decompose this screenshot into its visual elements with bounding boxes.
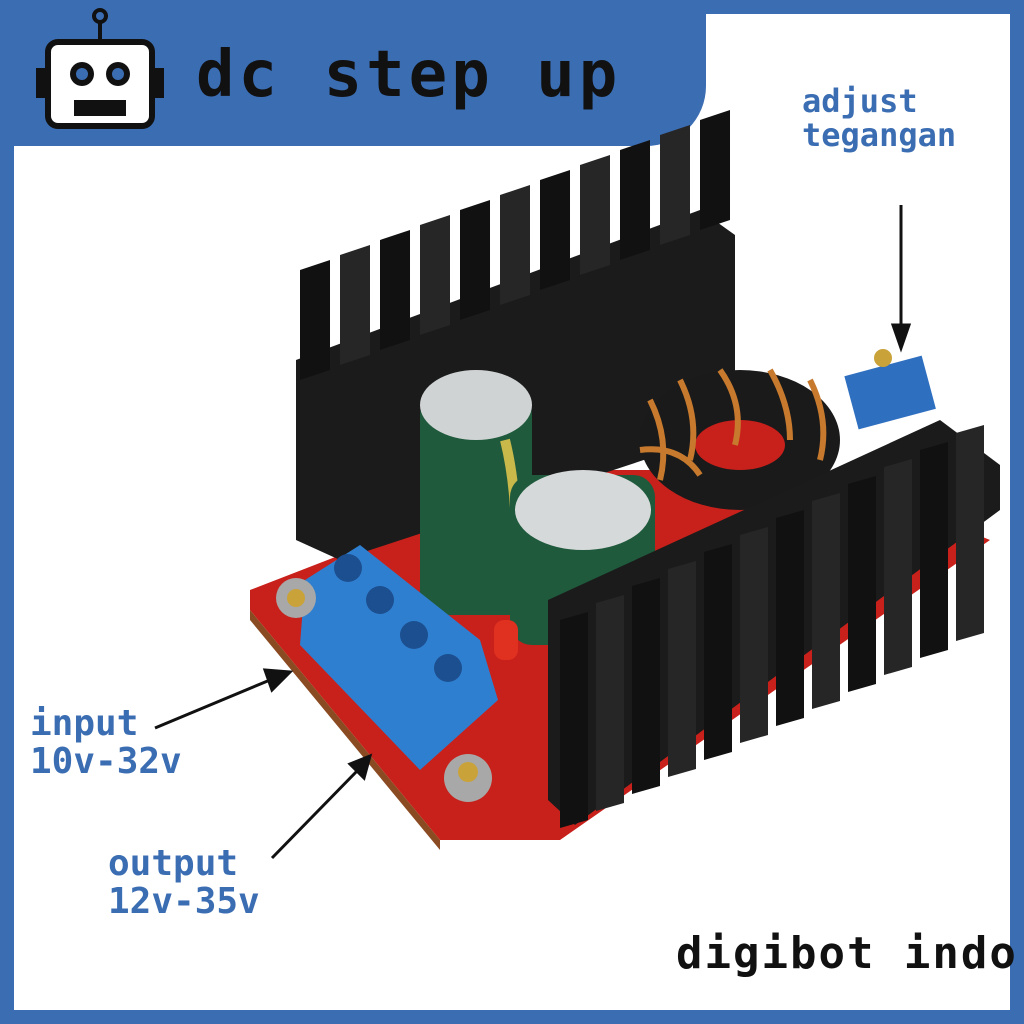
robot-icon bbox=[36, 8, 164, 129]
heatsink-fin bbox=[540, 170, 570, 290]
adjust-label-line1: ADJUST bbox=[802, 82, 918, 120]
heatsink-fin bbox=[848, 476, 876, 692]
heatsink-fin bbox=[500, 185, 530, 305]
screw-terminal bbox=[300, 545, 498, 770]
output-label-line1: OUTPUT bbox=[108, 843, 239, 884]
heatsink-fin bbox=[420, 215, 450, 335]
heatsink-fin bbox=[776, 510, 804, 726]
heatsink-fin bbox=[560, 612, 588, 828]
heatsink-fin bbox=[380, 230, 410, 350]
heatsink-fin bbox=[668, 561, 696, 777]
heatsink-fin bbox=[660, 125, 690, 245]
potentiometer bbox=[844, 349, 936, 430]
input-label-line1: INPUT bbox=[30, 703, 139, 744]
led bbox=[494, 620, 518, 660]
page-title: dC STEP UP bbox=[196, 38, 622, 112]
input-label: INPUT 10V-32V bbox=[30, 705, 182, 781]
output-label-line2: 12V-35V bbox=[108, 880, 260, 922]
heatsink-fin bbox=[300, 260, 330, 380]
heatsink-fin bbox=[956, 425, 984, 641]
capacitor-1 bbox=[420, 370, 532, 615]
heatsink-front bbox=[548, 420, 1000, 828]
heatsink-fin bbox=[920, 442, 948, 658]
heatsink-fin bbox=[460, 200, 490, 320]
heatsink-fin bbox=[704, 544, 732, 760]
heatsink-fin bbox=[620, 140, 650, 260]
heatsink-fin bbox=[740, 527, 768, 743]
heatsink-fin bbox=[340, 245, 370, 365]
heatsink-fin bbox=[884, 459, 912, 675]
mounting-nut bbox=[276, 578, 316, 618]
arrow-output bbox=[270, 753, 373, 860]
output-label: OUTPUT 12V-35V bbox=[108, 845, 260, 921]
heatsink-fin bbox=[632, 578, 660, 794]
input-label-line2: 10V-32V bbox=[30, 740, 182, 782]
heatsink-fin bbox=[812, 493, 840, 709]
arrow-adjust bbox=[890, 205, 912, 353]
heatsink-fin bbox=[580, 155, 610, 275]
adjust-label-line2: TEGANGAN bbox=[802, 115, 957, 154]
arrow-input bbox=[154, 668, 294, 730]
heatsink-fin bbox=[700, 110, 730, 230]
adjust-label: ADJUST TEGANGAN bbox=[802, 82, 957, 154]
heatsink-fin bbox=[596, 595, 624, 811]
brand-name: DIGIBOT INDO bbox=[676, 928, 1018, 979]
mounting-nut bbox=[444, 754, 492, 802]
toroid-inductor bbox=[639, 368, 840, 510]
